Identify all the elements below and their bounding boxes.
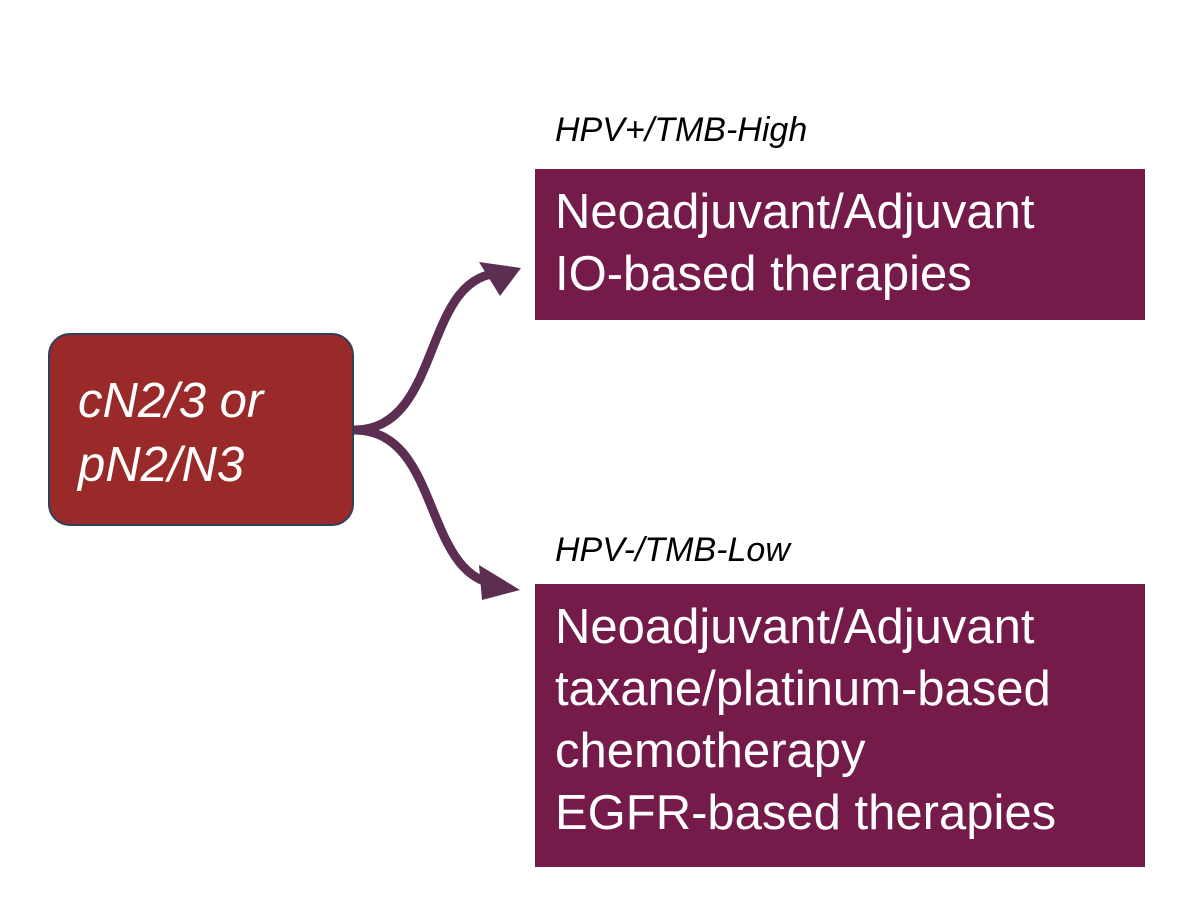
target-low-line-2: taxane/platinum-based	[555, 662, 1051, 716]
branch-label-low: HPV-/TMB-Low	[555, 531, 790, 569]
target-high-line-1: Neoadjuvant/Adjuvant	[555, 185, 1035, 239]
branch-label-high: HPV+/TMB-High	[555, 111, 808, 149]
arrowhead-high-icon	[479, 262, 521, 296]
arrow-to-low-branch	[353, 425, 506, 590]
target-node-low: Neoadjuvant/Adjuvant taxane/platinum-bas…	[535, 584, 1145, 867]
source-node: cN2/3 or pN2/N3	[48, 333, 354, 526]
target-node-high: Neoadjuvant/Adjuvant IO-based therapies	[535, 169, 1145, 320]
source-line-2: pN2/N3	[78, 438, 245, 492]
source-line-1: cN2/3 or	[78, 374, 264, 428]
target-low-line-3: chemotherapy	[555, 724, 866, 778]
target-high-line-2: IO-based therapies	[555, 247, 972, 301]
target-low-line-1: Neoadjuvant/Adjuvant	[555, 600, 1035, 654]
target-low-line-4: EGFR-based therapies	[555, 786, 1057, 840]
arrowhead-low-icon	[479, 565, 520, 600]
arrow-to-high-branch	[353, 268, 506, 435]
